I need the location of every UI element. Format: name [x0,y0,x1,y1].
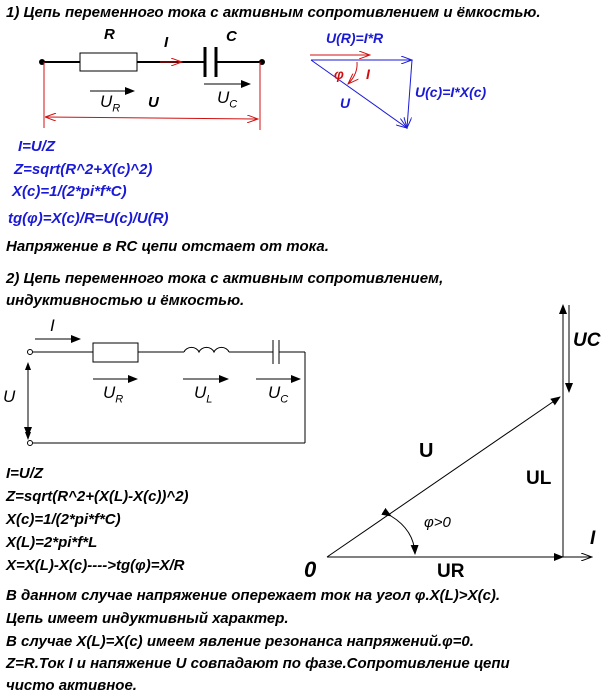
phasor1-UC: U(c)=I*X(c) [415,84,487,100]
uc-text: U [217,88,230,107]
rlc-phasor [326,304,592,561]
label-UL: UL [194,383,212,405]
resistor [92,342,139,363]
rlc-circuit [24,335,306,446]
phasor2-phi: φ>0 [424,514,451,531]
formula: X(c)=1/(2*pi*f*C) [6,511,121,528]
ur-text: U [103,383,116,402]
ur-sub: R [112,102,121,115]
ul-text: U [194,383,207,402]
phasor1-I: I [366,66,370,82]
label-U: U [148,94,159,111]
formula: Z=sqrt(R^2+X(c)^2) [14,161,153,178]
formula: X(c)=1/(2*pi*f*C) [12,183,127,200]
label-U: U [3,387,16,406]
section1-title: 1) Цепь переменного тока с активным сопр… [6,4,541,21]
phasor2-I: I [590,528,596,549]
ur-text: U [100,92,113,111]
rc-circuit [39,47,265,130]
formula: X(L)=2*pi*f*L [6,534,98,551]
section2-title-2: индуктивностью и ёмкостью. [6,292,245,309]
phasor1-phi: φ [334,66,344,82]
label-I: I [164,34,169,51]
note: Цепь имеет индуктивный характер. [6,610,289,627]
label-UC: UC [268,383,288,405]
uc-text: U [268,383,281,402]
note: В данном случае напряжение опережает ток… [6,587,501,604]
resistor [79,52,138,72]
ul-sub: L [206,393,213,406]
section2-title: 2) Цепь переменного тока с активным сопр… [6,270,444,287]
phasor2-UR: UR [437,561,465,582]
inductor [183,346,230,354]
formula: X=X(L)-X(c)---->tg(φ)=X/R [6,557,185,574]
phasor1-UR: U(R)=I*R [326,30,384,46]
uc-sub: C [229,98,238,111]
formula: I=U/Z [18,138,56,155]
formula: I=U/Z [6,465,44,482]
formula: Z=sqrt(R^2+(X(L)-X(c))^2) [6,488,189,505]
label-R: R [104,26,115,43]
label-I: I [50,316,55,335]
label-UR: UR [103,383,123,405]
note: чисто активное. [6,677,137,694]
section1-conclusion: Напряжение в RC цепи отстает от тока. [6,238,329,255]
formula: tg(φ)=X(c)/R=U(c)/U(R) [8,210,169,227]
note: Z=R.Ток I и напяжение U совпадают по фаз… [6,655,510,672]
uc-sub: C [280,393,289,406]
label-UC: UC [217,88,237,110]
phasor2-U: U [419,440,434,462]
note: В случае X(L)=X(c) имеем явление резонан… [6,633,474,650]
phasor2-UL: UL [526,468,552,489]
label-C: C [226,28,237,45]
rc-phasor [310,55,412,128]
ur-sub: R [115,393,124,406]
label-UR: UR [100,92,120,114]
phasor2-origin: 0 [304,557,317,582]
phasor2-UC: UC [573,330,601,351]
phasor1-U: U [340,95,351,111]
